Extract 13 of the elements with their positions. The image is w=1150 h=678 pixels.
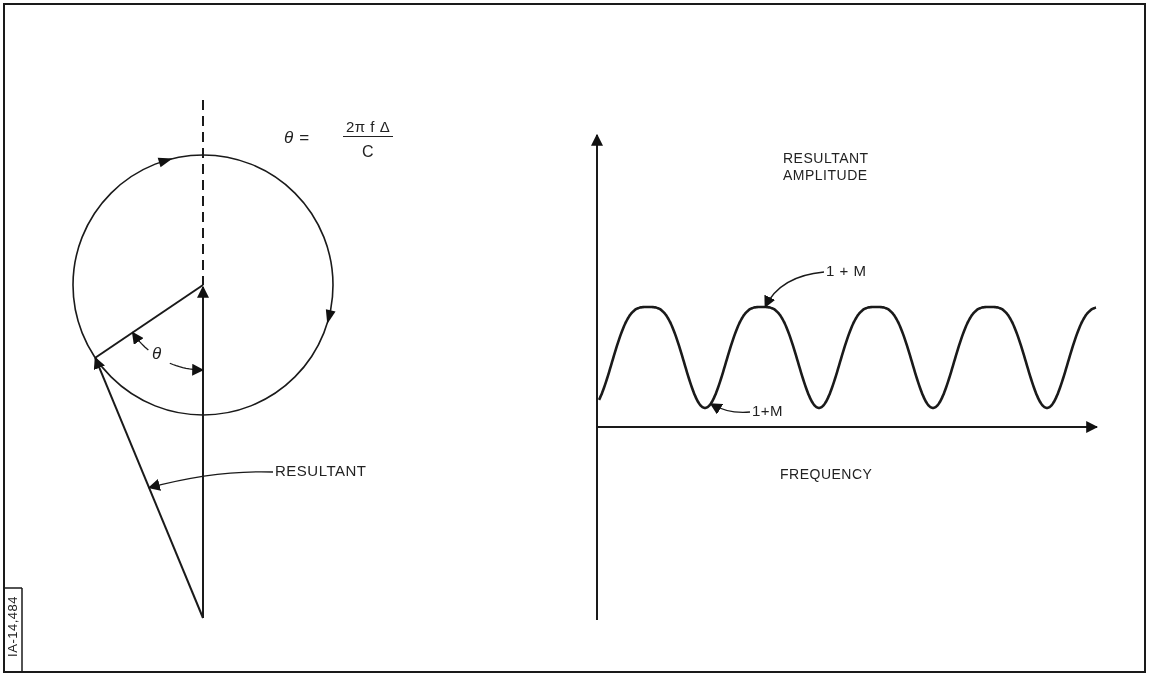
figure-number: IA-14,484: [6, 596, 19, 657]
callout-label: RESULTANT: [275, 462, 367, 480]
angle-label: θ: [152, 344, 162, 365]
formula-text: θ =: [284, 128, 310, 149]
formula-numerator: 2π f Δ: [343, 118, 394, 137]
callout-label: 1+M: [752, 402, 784, 420]
leader-line: [147, 471, 274, 491]
leader-line: [764, 271, 825, 309]
axis-title: RESULTANT AMPLITUDE: [783, 150, 870, 184]
callout-label: 1 + M: [826, 262, 867, 280]
axis-title: FREQUENCY: [780, 466, 873, 483]
formula-denominator: C: [362, 142, 375, 162]
leader-line: [709, 403, 751, 415]
